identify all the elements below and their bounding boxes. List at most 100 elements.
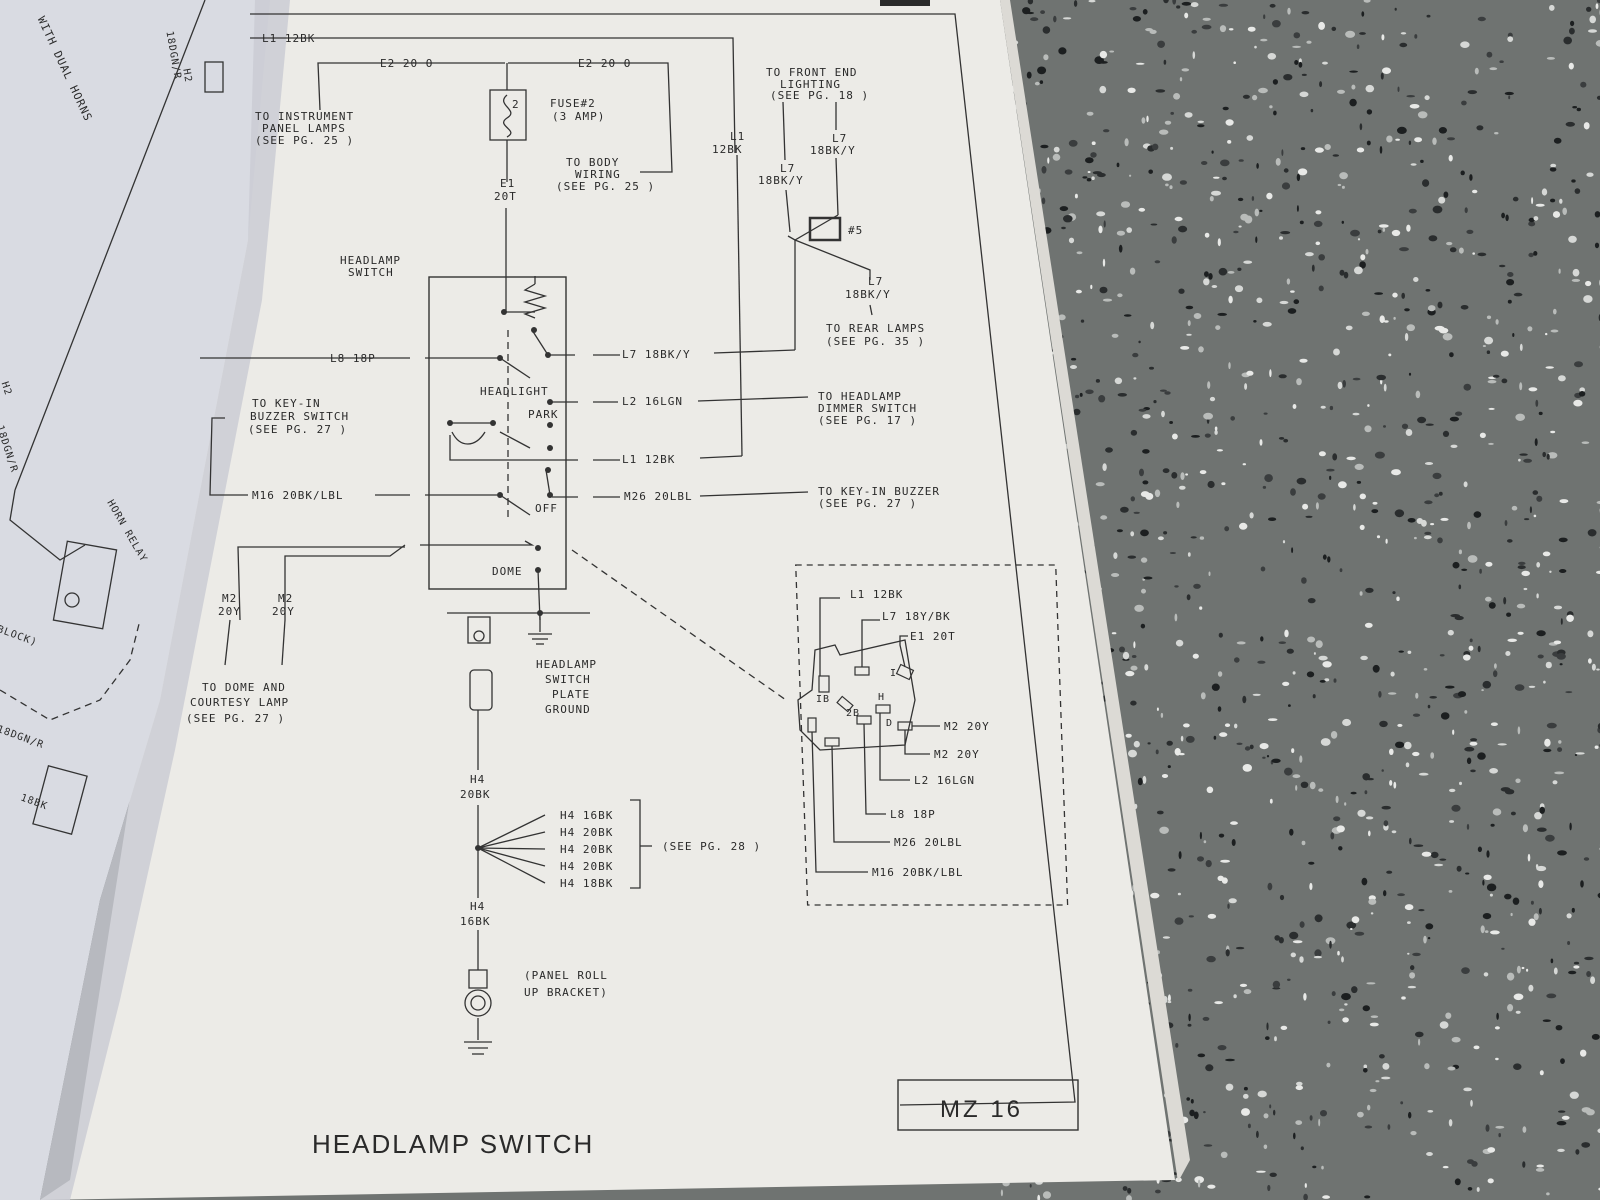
floor-speckle: [1349, 70, 1358, 73]
floor-speckle: [1203, 840, 1207, 844]
floor-speckle: [1171, 472, 1178, 479]
floor-speckle: [1519, 453, 1528, 456]
floor-speckle: [1306, 40, 1312, 44]
floor-speckle: [1327, 1020, 1331, 1024]
floor-speckle: [1445, 1012, 1452, 1019]
floor-speckle: [1171, 236, 1177, 244]
plate-label-1: HEADLAMP: [536, 658, 597, 671]
floor-speckle: [1190, 2, 1199, 8]
floor-speckle: [1573, 961, 1580, 965]
floor-speckle: [1061, 226, 1066, 230]
floor-speckle: [1330, 832, 1335, 840]
floor-speckle: [1213, 735, 1217, 740]
floor-speckle: [1292, 774, 1301, 779]
floor-speckle: [1259, 743, 1269, 750]
floor-speckle: [1406, 224, 1411, 232]
floor-speckle: [1298, 61, 1303, 68]
floor-speckle: [1583, 857, 1590, 861]
floor-speckle: [1284, 767, 1293, 776]
floor-speckle: [1146, 115, 1149, 123]
floor-speckle: [1278, 437, 1285, 440]
floor-speckle: [1550, 430, 1556, 434]
floor-speckle: [1487, 1178, 1494, 1184]
floor-speckle: [1391, 229, 1401, 237]
floor-speckle: [1365, 587, 1374, 593]
floor-speckle: [1156, 707, 1159, 711]
floor-speckle: [1326, 1062, 1331, 1068]
floor-speckle: [1217, 1045, 1227, 1051]
floor-speckle: [1554, 771, 1565, 775]
floor-speckle: [1176, 5, 1181, 9]
floor-speckle: [1473, 1045, 1480, 1050]
floor-speckle: [1364, 1195, 1371, 1199]
floor-speckle: [1218, 267, 1228, 276]
floor-speckle: [1471, 1161, 1478, 1167]
floor-speckle: [1180, 346, 1190, 350]
floor-speckle: [1142, 480, 1149, 485]
floor-speckle: [1313, 955, 1322, 959]
floor-speckle: [1486, 315, 1492, 320]
floor-speckle: [1041, 197, 1046, 205]
floor-speckle: [1546, 57, 1555, 60]
floor-speckle: [1483, 874, 1492, 880]
floor-speckle: [1425, 923, 1434, 930]
floor-speckle: [1590, 976, 1596, 984]
floor-speckle: [1513, 993, 1524, 1001]
floor-speckle: [1383, 320, 1389, 323]
floor-speckle: [1448, 1119, 1453, 1127]
floor-speckle: [1534, 812, 1542, 820]
floor-speckle: [1427, 305, 1436, 312]
fuse-number: 2: [512, 98, 520, 111]
floor-speckle: [1026, 71, 1032, 79]
floor-speckle: [1448, 890, 1453, 893]
floor-speckle: [1090, 284, 1093, 290]
floor-speckle: [1187, 552, 1191, 557]
floor-speckle: [1247, 26, 1256, 32]
floor-speckle: [1130, 665, 1138, 671]
floor-speckle: [1299, 956, 1304, 963]
page-title: HEADLAMP SWITCH: [312, 1129, 594, 1159]
floor-speckle: [1142, 775, 1147, 784]
floor-speckle: [1312, 694, 1316, 699]
floor-speckle: [1507, 299, 1512, 304]
floor-speckle: [1486, 51, 1493, 58]
h2-mid-label: H2: [0, 380, 13, 397]
floor-speckle: [1578, 391, 1586, 397]
floor-speckle: [1528, 918, 1536, 926]
floor-speckle: [1027, 0, 1034, 5]
floor-speckle: [1300, 781, 1309, 788]
floor-speckle: [1260, 636, 1264, 642]
floor-speckle: [1542, 551, 1551, 557]
floor-speckle: [1557, 747, 1563, 752]
floor-speckle: [1560, 618, 1563, 625]
floor-speckle: [1408, 1111, 1412, 1119]
floor-speckle: [1533, 913, 1539, 921]
floor-speckle: [1482, 913, 1492, 920]
floor-speckle: [1479, 432, 1486, 438]
floor-speckle: [1147, 742, 1151, 745]
floor-speckle: [1543, 748, 1552, 753]
floor-speckle: [1132, 352, 1139, 358]
floor-speckle: [1555, 1025, 1563, 1031]
floor-speckle: [1594, 242, 1600, 249]
floor-speckle: [1315, 241, 1321, 246]
floor-speckle: [1494, 1026, 1500, 1030]
floor-speckle: [1449, 247, 1457, 253]
floor-speckle: [1395, 138, 1400, 141]
floor-speckle: [1405, 762, 1410, 768]
floor-speckle: [1239, 983, 1248, 988]
floor-speckle: [1391, 830, 1397, 834]
floor-speckle: [1111, 333, 1119, 338]
floor-speckle: [1342, 380, 1346, 388]
floor-speckle: [1359, 261, 1366, 269]
floor-speckle: [1301, 840, 1306, 846]
floor-speckle: [1364, 425, 1372, 433]
l7-b-label: L7: [780, 162, 795, 175]
floor-speckle: [1534, 438, 1538, 446]
floor-speckle: [1043, 54, 1049, 61]
floor-speckle: [1372, 501, 1378, 505]
floor-speckle: [1191, 29, 1197, 34]
floor-speckle: [1420, 159, 1424, 163]
floor-speckle: [1318, 451, 1326, 457]
floor-speckle: [1501, 947, 1505, 950]
